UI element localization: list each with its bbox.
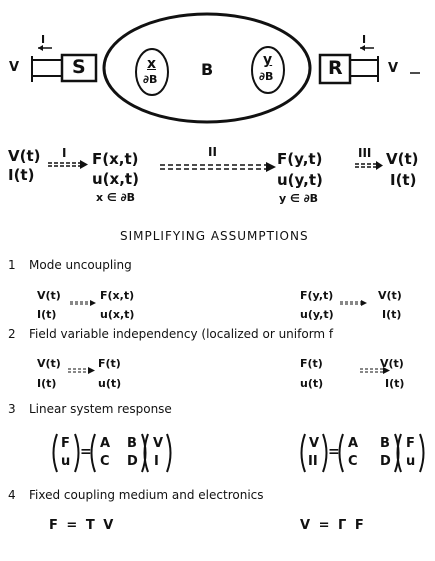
chain-y-in: y ∈ ∂B xyxy=(279,192,319,205)
s1-right-V: V(t) xyxy=(378,289,402,302)
chain-u-x: u(x,t) xyxy=(92,170,139,188)
s2-left-u: u(t) xyxy=(98,377,122,390)
chain-arrow-I-label: I xyxy=(62,146,67,160)
s3-right-eq: = xyxy=(328,444,340,460)
s1-left-I: I(t) xyxy=(37,308,57,321)
section-3-title: Linear system response xyxy=(29,402,172,416)
heading: SIMPLIFYING ASSUMPTIONS xyxy=(120,229,309,243)
s3-left-vec-0: F xyxy=(61,436,70,451)
s1-right-I: I(t) xyxy=(382,308,402,321)
chain-left-I: I(t) xyxy=(8,166,35,184)
s2-right-F: F(t) xyxy=(300,357,323,370)
receiver-current-label: I xyxy=(362,33,367,46)
s3-right-rhs-0: F xyxy=(406,436,415,451)
s3-right-rhs-1: u xyxy=(406,454,416,469)
s3-left-mat-D: D xyxy=(127,454,138,469)
s1-left-u: u(x,t) xyxy=(100,308,135,321)
chain-right-V: V(t) xyxy=(386,150,419,168)
s3-right-mat-C: C xyxy=(348,454,358,469)
s3-left-rhs-0: V xyxy=(153,436,164,451)
chain-F-x: F(x,t) xyxy=(92,150,139,168)
s3-right-mat-B: B xyxy=(380,436,390,451)
source-box xyxy=(60,53,98,83)
section-1-title: Mode uncoupling xyxy=(29,258,132,272)
section-1-num: 1 xyxy=(8,258,16,272)
s3-left-mat-C: C xyxy=(100,454,110,469)
chain-left-V: V(t) xyxy=(8,147,41,165)
section-2-num: 2 xyxy=(8,327,16,341)
section-4-num: 4 xyxy=(8,488,16,502)
point-y-ellipse xyxy=(251,46,285,94)
s2-right-V: V(t) xyxy=(380,357,404,370)
s1-right-F: F(y,t) xyxy=(300,289,334,302)
s3-left-rhs-1: I xyxy=(154,454,159,469)
chain-arrow-II-label: II xyxy=(208,145,217,159)
receiver-voltage-label: V xyxy=(388,61,399,76)
s3-left-vec-1: u xyxy=(61,454,71,469)
section-3-num: 3 xyxy=(8,402,16,416)
s2-left-V: V(t) xyxy=(37,357,61,370)
s3-left-mat-B: B xyxy=(127,436,137,451)
chain-F-y: F(y,t) xyxy=(277,150,323,168)
s3-left-eq: = xyxy=(80,444,92,460)
section-4-title: Fixed coupling medium and electronics xyxy=(29,488,264,502)
receiver-box-label: R xyxy=(328,57,343,79)
point-x-var: x xyxy=(147,56,157,72)
chain-x-in: x ∈ ∂B xyxy=(96,191,135,204)
point-y-sub: ∂B xyxy=(259,70,274,83)
source-box-label: S xyxy=(72,56,86,78)
chain-right-I: I(t) xyxy=(390,171,417,189)
source-voltage-label: V xyxy=(9,60,20,75)
chain-arrow-III-label: III xyxy=(358,146,372,160)
s1-right-u: u(y,t) xyxy=(300,308,334,321)
source-current-label: I xyxy=(41,33,46,46)
s2-left-F: F(t) xyxy=(98,357,121,370)
body-label: B xyxy=(201,60,214,79)
s4-eq-left: F = T V xyxy=(49,518,116,533)
body-ellipse xyxy=(102,12,312,124)
point-x-sub: ∂B xyxy=(143,73,158,86)
s3-left-mat-A: A xyxy=(100,436,111,451)
s3-right-mat-A: A xyxy=(348,436,359,451)
section-2-title: Field variable independency (localized o… xyxy=(29,327,334,341)
s3-right-vec-0: V xyxy=(309,436,320,451)
s1-left-F: F(x,t) xyxy=(100,289,135,302)
point-x-ellipse xyxy=(135,48,169,96)
s1-left-V: V(t) xyxy=(37,289,61,302)
s3-right-vec-1: II xyxy=(308,454,318,469)
s3-right-mat-D: D xyxy=(380,454,391,469)
s2-left-I: I(t) xyxy=(37,377,57,390)
receiver-box xyxy=(318,53,352,85)
point-y-var: y xyxy=(263,52,273,68)
s2-right-I: I(t) xyxy=(385,377,405,390)
s4-eq-right: V = Γ F xyxy=(300,518,366,533)
s2-right-u: u(t) xyxy=(300,377,324,390)
chain-u-y: u(y,t) xyxy=(277,171,323,189)
